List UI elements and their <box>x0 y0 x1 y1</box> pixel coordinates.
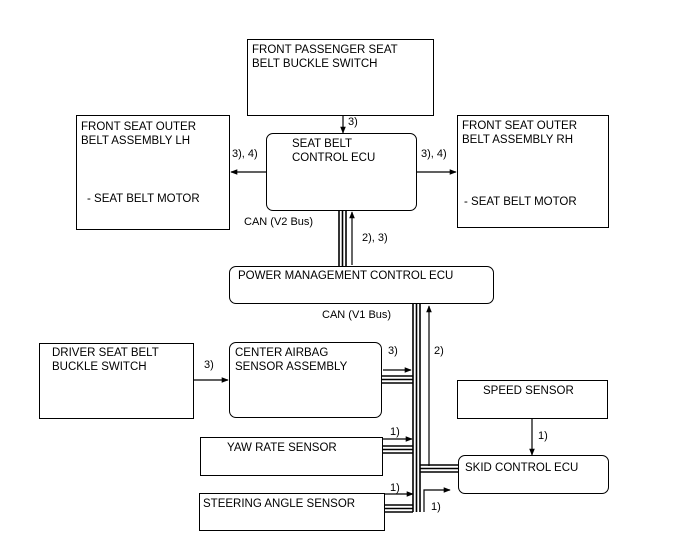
outer-lh-sub: - SEAT BELT MOTOR <box>87 193 200 205</box>
outer-belt-rh-box: FRONT SEAT OUTER BELT ASSEMBLY RH - SEAT… <box>457 115 609 228</box>
front-passenger-buckle-switch-box: FRONT PASSENGER SEAT BELT BUCKLE SWITCH <box>247 39 434 116</box>
outer-rh-line2: BELT ASSEMBLY RH <box>462 134 574 146</box>
signal-label-ecu-to-rh: 3), 4) <box>421 148 447 160</box>
airbag-line2: SENSOR ASSEMBLY <box>235 361 348 373</box>
can-v1-bus-label: CAN (V1 Bus) <box>322 309 392 321</box>
skid-control-label: SKID CONTROL ECU <box>465 462 579 474</box>
outer-rh-line1: FRONT SEAT OUTER <box>462 120 578 132</box>
yaw-rate-label: YAW RATE SENSOR <box>227 442 337 454</box>
outer-rh-sub: - SEAT BELT MOTOR <box>464 196 577 208</box>
signal-label-driver-to-airbag: 3) <box>204 359 214 371</box>
driver-buckle-switch-box: DRIVER SEAT BELT BUCKLE SWITCH <box>39 343 194 419</box>
yaw-rate-sensor-box: YAW RATE SENSOR <box>200 437 383 476</box>
outer-belt-lh-box: FRONT SEAT OUTER BELT ASSEMBLY LH - SEAT… <box>76 115 230 230</box>
speed-sensor-box: SPEED SENSOR <box>457 380 608 419</box>
airbag-line1: CENTER AIRBAG <box>235 347 329 359</box>
arrow-steering-to-skid <box>423 487 451 512</box>
signal-label-ecu-to-lh: 3), 4) <box>232 148 258 160</box>
skid-control-ecu-box: SKID CONTROL ECU <box>458 455 609 494</box>
speed-sensor-label: SPEED SENSOR <box>483 385 574 397</box>
seat-belt-control-ecu-box: SEAT BELT CONTROL ECU <box>266 133 417 211</box>
outer-lh-line1: FRONT SEAT OUTER <box>81 121 197 133</box>
signal-label-yaw-to-bus: 1) <box>390 426 400 438</box>
seat-belt-ecu-line2: CONTROL ECU <box>292 152 376 164</box>
outer-lh-line2: BELT ASSEMBLY LH <box>81 135 191 147</box>
signal-label-pm-to-ecu: 2), 3) <box>362 232 388 244</box>
can-v1-bus-lines <box>381 304 458 513</box>
seat-belt-ecu-line1: SEAT BELT <box>292 138 353 150</box>
driver-buckle-line1: DRIVER SEAT BELT <box>52 347 159 359</box>
power-management-ecu-box: POWER MANAGEMENT CONTROL ECU <box>229 266 494 304</box>
can-v2-bus-lines <box>338 210 347 267</box>
center-airbag-sensor-box: CENTER AIRBAG SENSOR ASSEMBLY <box>229 342 382 418</box>
signal-label-steering-to-bus: 1) <box>390 482 400 494</box>
driver-buckle-line2: BUCKLE SWITCH <box>52 361 147 373</box>
signal-label-skid-to-pm: 2) <box>434 345 444 357</box>
front-passenger-buckle-line1: FRONT PASSENGER SEAT <box>252 44 398 56</box>
front-passenger-buckle-line2: BELT BUCKLE SWITCH <box>252 58 378 70</box>
steering-angle-label: STEERING ANGLE SENSOR <box>203 498 356 510</box>
signal-label-steering-to-skid: 1) <box>431 501 441 513</box>
signal-label-passenger-to-ecu: 3) <box>348 116 358 128</box>
steering-angle-sensor-box: STEERING ANGLE SENSOR <box>199 493 385 531</box>
can-v2-bus-label: CAN (V2 Bus) <box>244 216 314 228</box>
power-mgmt-label: POWER MANAGEMENT CONTROL ECU <box>238 270 454 282</box>
signal-label-airbag-to-bus: 3) <box>388 345 398 357</box>
signal-label-speed-to-skid: 1) <box>538 430 548 442</box>
